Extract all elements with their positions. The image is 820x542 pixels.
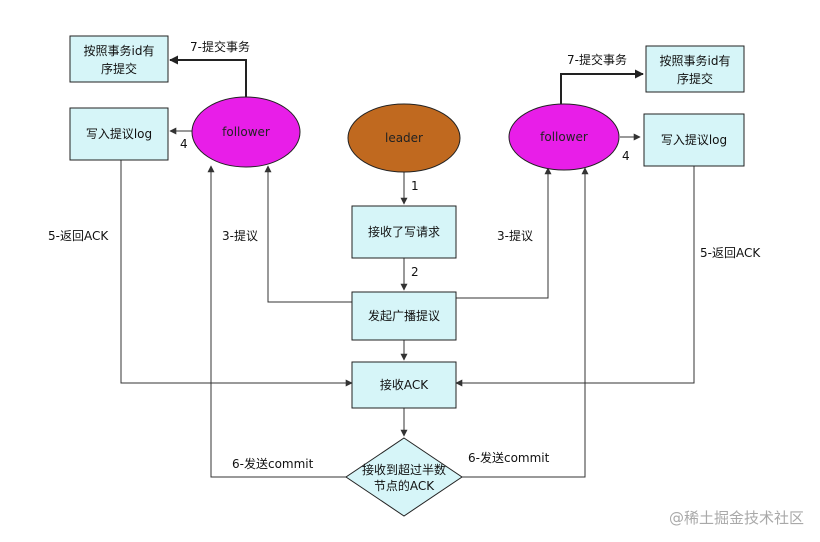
label-ack-left: 5-返回ACK (48, 229, 109, 243)
right-write-log-rect (643, 113, 745, 167)
right-commit-label-line2: 序提交 (677, 71, 713, 86)
label-commit-right: 6-发送commit (468, 450, 550, 465)
left-write-log-label: 写入提议log (86, 126, 152, 141)
majority-ack-label-line2: 节点的ACK (374, 478, 435, 493)
majority-ack-diamond: 接收到超过半数 节点的ACK (345, 437, 463, 517)
left-commit-box: 按照事务id有 序提交 (69, 35, 169, 83)
follower-left-ellipse (191, 96, 301, 168)
edge-commit-left (207, 165, 346, 478)
leader-label: leader (385, 131, 423, 145)
right-commit-box: 按照事务id有 序提交 (645, 45, 745, 93)
follower-right-ellipse (508, 103, 620, 171)
follower-left-node: follower (191, 96, 301, 168)
broadcast-label: 发起广播提议 (368, 308, 440, 323)
left-commit-label-line1: 按照事务id有 (84, 43, 155, 58)
left-write-log-rect (69, 107, 169, 161)
edge-ack-right (455, 166, 695, 387)
label-step4-left: 4 (180, 137, 188, 151)
label-step1: 1 (411, 179, 419, 193)
left-write-log-box: 写入提议log (69, 107, 169, 161)
receive-write-rect (351, 205, 457, 259)
label-step2: 2 (411, 265, 419, 279)
majority-ack-label-line1: 接收到超过半数 (362, 462, 446, 477)
label-step4-right: 4 (622, 149, 630, 163)
label-submit-right: 7-提交事务 (567, 52, 627, 67)
edge-submit-left (169, 55, 247, 97)
leader-node: leader (347, 103, 461, 173)
label-propose-left: 3-提议 (222, 228, 258, 243)
label-ack-right: 5-返回ACK (700, 246, 761, 260)
watermark: @稀土掘金技术社区 (669, 509, 804, 527)
leader-ellipse (347, 103, 461, 173)
label-propose-right: 3-提议 (497, 228, 533, 243)
follower-left-label: follower (222, 125, 270, 139)
edge-ack-left (120, 160, 353, 387)
follower-right-node: follower (508, 103, 620, 171)
left-commit-rect (69, 35, 169, 83)
edge-commit-right (462, 167, 589, 478)
receive-ack-rect (351, 361, 457, 409)
right-write-log-box: 写入提议log (643, 113, 745, 167)
edge-propose-left (264, 165, 352, 303)
right-commit-label-line1: 按照事务id有 (660, 53, 731, 68)
right-write-log-label: 写入提议log (661, 132, 727, 147)
right-commit-rect (645, 45, 745, 93)
receive-ack-box: 接收ACK (351, 361, 457, 409)
receive-write-label: 接收了写请求 (368, 224, 440, 239)
receive-ack-label: 接收ACK (380, 377, 429, 392)
follower-right-label: follower (540, 130, 588, 144)
receive-write-box: 接收了写请求 (351, 205, 457, 259)
label-commit-left: 6-发送commit (232, 456, 314, 471)
edge-submit-right (560, 69, 644, 105)
majority-ack-shape (345, 437, 463, 517)
left-commit-label-line2: 序提交 (101, 61, 137, 76)
broadcast-box: 发起广播提议 (351, 291, 457, 341)
broadcast-rect (351, 291, 457, 341)
edge-propose-right (456, 167, 552, 299)
label-submit-left: 7-提交事务 (190, 39, 250, 54)
